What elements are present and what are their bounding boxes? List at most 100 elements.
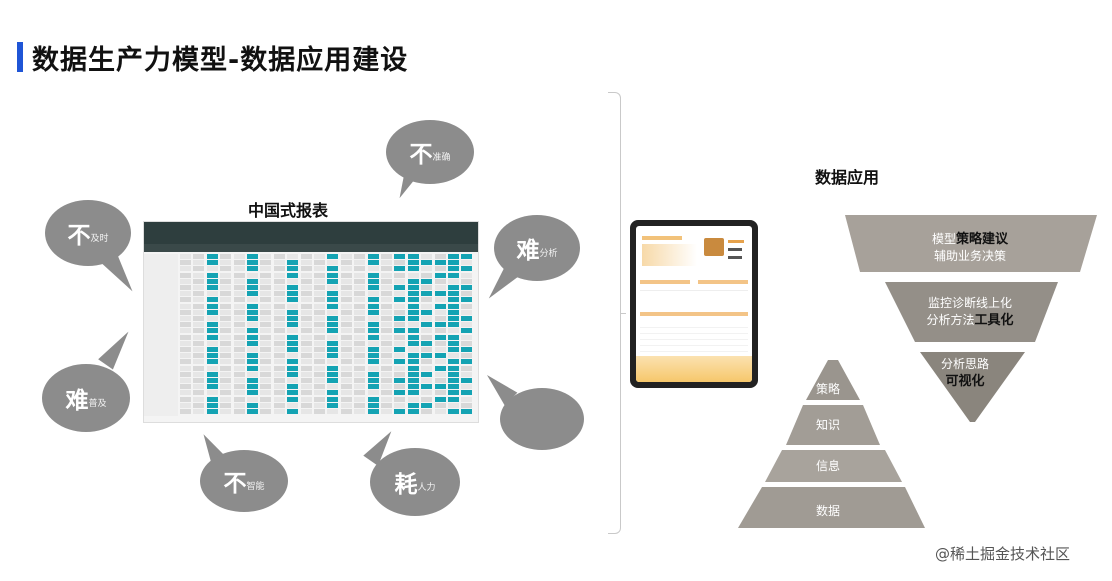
- report-cell: [394, 384, 406, 390]
- report-cell: [461, 365, 473, 371]
- report-cell: [367, 322, 379, 328]
- report-cell: [233, 378, 245, 383]
- report-cell: [300, 334, 312, 340]
- report-cell: [314, 334, 325, 340]
- report-cell: [407, 384, 419, 390]
- report-cell: [327, 328, 339, 334]
- report-cell: [300, 285, 312, 290]
- report-cell: [287, 266, 299, 272]
- report-cell: [354, 278, 366, 284]
- report-cell: [193, 260, 205, 266]
- report-cell: [407, 297, 419, 303]
- report-cell: [247, 347, 258, 352]
- report-cell: [233, 254, 245, 259]
- report-cell: [260, 384, 272, 390]
- report-cell: [434, 359, 446, 365]
- report-cell: [314, 260, 325, 266]
- report-cell: [287, 291, 299, 297]
- report-cell: [193, 359, 205, 365]
- report-cell: [206, 347, 218, 352]
- report-cell: [381, 322, 392, 328]
- report-cell: [367, 254, 379, 259]
- report-cell: [247, 322, 258, 328]
- report-cell: [233, 278, 245, 284]
- report-cell: [260, 309, 272, 315]
- report-cell: [421, 396, 433, 402]
- report-cell: [193, 402, 205, 408]
- report-cell: [260, 303, 272, 309]
- report-cell: [407, 322, 419, 328]
- report-cell: [260, 297, 272, 303]
- report-cell: [421, 384, 433, 390]
- report-cell: [381, 384, 392, 390]
- report-cell: [340, 254, 352, 259]
- report-cell: [407, 328, 419, 334]
- report-cell: [273, 328, 285, 334]
- report-cell: [314, 291, 325, 297]
- report-cell: [421, 297, 433, 303]
- report-cell: [220, 384, 232, 390]
- report-cell: [434, 260, 446, 266]
- report-cell: [193, 409, 205, 414]
- report-cell: [233, 347, 245, 352]
- report-cell: [273, 347, 285, 352]
- report-cell: [327, 309, 339, 315]
- report-cell: [300, 309, 312, 315]
- report-cell: [300, 260, 312, 266]
- report-cell: [407, 340, 419, 346]
- report-cell: [340, 340, 352, 346]
- report-cell: [273, 254, 285, 259]
- report-cell: [354, 303, 366, 309]
- report-cell: [367, 266, 379, 272]
- report-cell: [220, 303, 232, 309]
- report-cell: [220, 260, 232, 266]
- report-cell: [300, 322, 312, 328]
- report-cell: [354, 260, 366, 266]
- report-cell: [394, 316, 406, 321]
- report-cell: [354, 254, 366, 259]
- report-cell: [367, 285, 379, 290]
- report-cell: [233, 322, 245, 328]
- report-cell: [367, 260, 379, 266]
- report-cell: [273, 359, 285, 365]
- report-cell: [434, 365, 446, 371]
- report-cell: [220, 291, 232, 297]
- report-cell: [220, 347, 232, 352]
- section-divider-tick: [620, 313, 626, 314]
- report-cell: [340, 285, 352, 290]
- report-cell: [381, 378, 392, 383]
- report-cell: [247, 303, 258, 309]
- pyramid-level-1: [806, 360, 860, 400]
- report-cell: [327, 378, 339, 383]
- report-cell: [367, 365, 379, 371]
- tablet-dashboard-image: [630, 220, 758, 388]
- report-cell: [220, 322, 232, 328]
- report-cell: [247, 409, 258, 414]
- report-cell: [314, 384, 325, 390]
- report-cell: [233, 328, 245, 334]
- report-table-image: [143, 221, 479, 423]
- report-cell: [287, 303, 299, 309]
- report-cell: [434, 291, 446, 297]
- report-cell: [381, 254, 392, 259]
- report-cell: [247, 285, 258, 290]
- report-cell: [206, 278, 218, 284]
- report-cell: [300, 396, 312, 402]
- report-cell: [247, 384, 258, 390]
- report-cell: [354, 322, 366, 328]
- report-cell: [180, 254, 191, 259]
- report-cell: [314, 371, 325, 377]
- report-cell: [461, 278, 473, 284]
- report-cell: [434, 303, 446, 309]
- report-cell: [367, 297, 379, 303]
- report-cell: [287, 347, 299, 352]
- report-cell: [193, 316, 205, 321]
- report-cell: [273, 384, 285, 390]
- report-cell: [448, 316, 459, 321]
- report-cell: [247, 260, 258, 266]
- report-cell: [421, 260, 433, 266]
- report-cell: [394, 303, 406, 309]
- report-cell: [300, 278, 312, 284]
- report-cell: [180, 340, 191, 346]
- report-cell: [327, 291, 339, 297]
